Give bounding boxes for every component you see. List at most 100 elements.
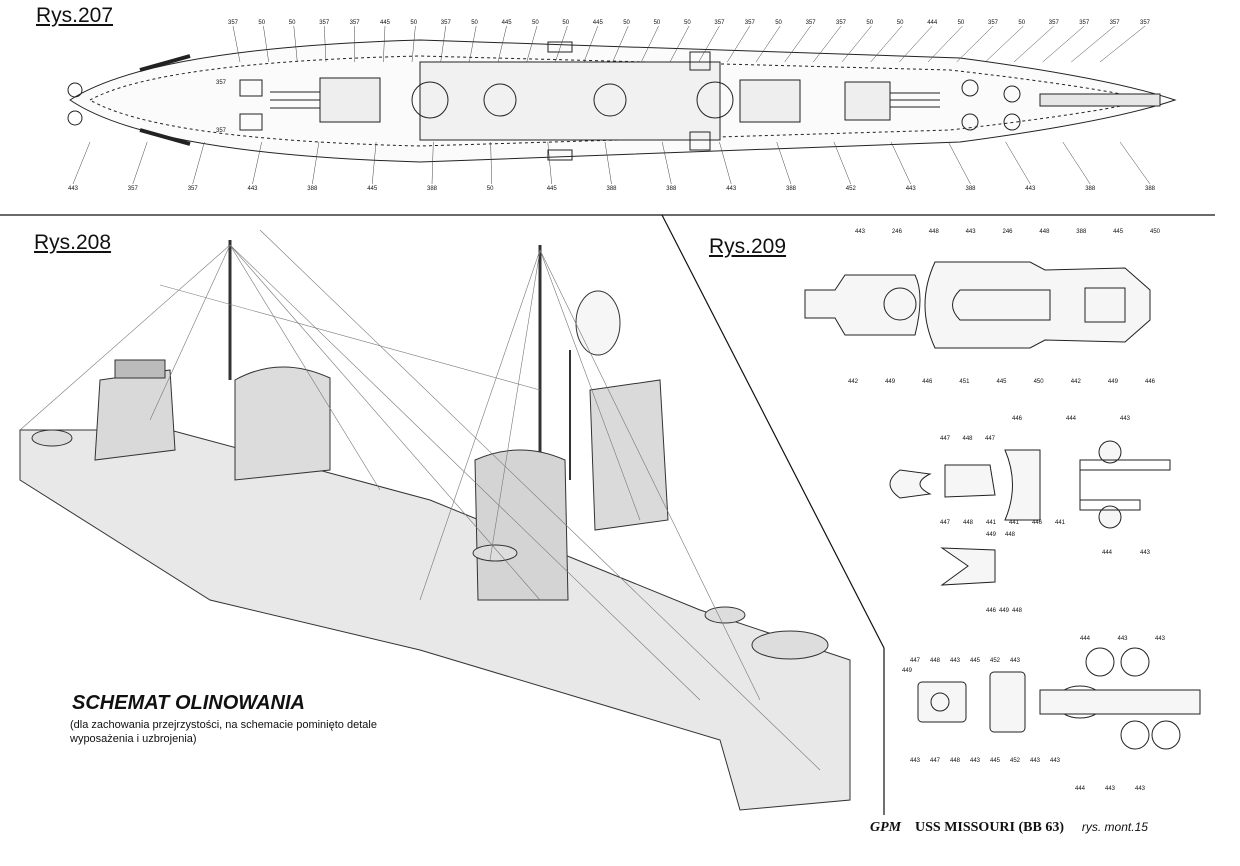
- callout-label: 445: [380, 20, 391, 26]
- callout-leader: [727, 25, 751, 63]
- parts-detail: [804, 261, 1201, 750]
- callout-label: 388: [607, 186, 618, 192]
- figure-title-rys208: Rys.208: [34, 231, 112, 254]
- deck-plan: [67, 39, 1177, 163]
- callout-leader: [1042, 25, 1085, 63]
- callout-label: 50: [487, 186, 494, 192]
- callout-leader: [497, 25, 507, 63]
- callout-leader: [870, 25, 902, 63]
- callout-label: 50: [562, 20, 569, 26]
- callout-leader: [1013, 25, 1054, 63]
- callout-label: 357: [714, 20, 725, 26]
- callout-label: 443: [1135, 786, 1146, 792]
- callout-label: 388: [427, 186, 438, 192]
- callout-label: 50: [958, 20, 965, 26]
- callout-leader: [985, 25, 1024, 63]
- callout-label: 443: [966, 229, 977, 235]
- callout-leader: [604, 141, 612, 185]
- callout-label: 443: [1025, 186, 1036, 192]
- callout-label: 442: [1071, 379, 1082, 385]
- callout-leader: [899, 25, 933, 63]
- callout-leader: [661, 141, 672, 185]
- callout-leader: [813, 25, 842, 63]
- callout-label: 388: [1076, 229, 1087, 235]
- callout-leader: [1071, 25, 1115, 63]
- callout-label: 50: [471, 20, 478, 26]
- callout-leader: [776, 141, 792, 185]
- callout-label: 442: [848, 379, 859, 385]
- callout-leader: [612, 25, 629, 63]
- callout-label: 446: [1012, 416, 1023, 422]
- callout-label: 447: [940, 520, 951, 526]
- callout-label: 357: [216, 128, 227, 134]
- callout-label: 50: [410, 20, 417, 26]
- rigging-heading: SCHEMAT OLINOWANIA: [72, 692, 305, 714]
- callout-label: 357: [745, 20, 756, 26]
- callout-leader: [755, 25, 781, 63]
- sheet-footer: GPM USS MISSOURI (BB 63) rys. mont.15: [870, 818, 1148, 836]
- callout-label: 444: [1102, 550, 1113, 556]
- separator-diagonal: [661, 214, 885, 649]
- callout-leader: [526, 25, 538, 63]
- callout-label: 445: [502, 20, 513, 26]
- callout-leader: [784, 25, 811, 63]
- callout-label: 450: [1150, 229, 1161, 235]
- figure-title-rys207: Rys.207: [36, 4, 114, 27]
- callout-label: 446: [922, 379, 933, 385]
- callout-label: 50: [775, 20, 782, 26]
- callout-label: 449: [986, 532, 997, 538]
- callout-label: 388: [1085, 186, 1096, 192]
- callout-label: 447: [985, 436, 996, 442]
- callout-label: 388: [307, 186, 318, 192]
- callout-label: 448: [963, 436, 974, 442]
- callout-leader: [927, 25, 963, 63]
- callout-label: 441: [986, 520, 997, 526]
- callout-label: 357: [836, 20, 847, 26]
- rigging-note: (dla zachowania przejrzystości, na schem…: [70, 719, 377, 745]
- callout-label: 444: [1066, 416, 1077, 422]
- callout-label: 50: [684, 20, 691, 26]
- callout-label: 452: [846, 186, 857, 192]
- callout-label: 443: [1050, 758, 1061, 764]
- callout-label: 446: [986, 608, 997, 614]
- callout-leader: [469, 25, 477, 63]
- callout-label: 357: [988, 20, 999, 26]
- callout-label: 246: [892, 229, 903, 235]
- callout-label: 443: [726, 186, 737, 192]
- callout-leader: [948, 141, 971, 185]
- callout-label: 357: [350, 20, 361, 26]
- callout-label: 441: [1055, 520, 1066, 526]
- callout-label: 50: [1018, 20, 1025, 26]
- callout-label: 357: [228, 20, 239, 26]
- callout-label: 441: [1009, 520, 1020, 526]
- callout-leader: [490, 141, 493, 185]
- callout-label: 443: [910, 758, 921, 764]
- callout-label: 357: [441, 20, 452, 26]
- callout-label: 448: [929, 229, 940, 235]
- callout-label: 50: [654, 20, 661, 26]
- callout-leader: [547, 141, 552, 185]
- callout-label: 444: [927, 20, 938, 26]
- callout-label: 388: [666, 186, 677, 192]
- callout-leader: [698, 25, 720, 63]
- callout-leader: [383, 25, 386, 63]
- callout-label: 443: [1118, 636, 1129, 642]
- callout-label: 50: [289, 20, 296, 26]
- callout-label: 443: [1030, 758, 1041, 764]
- callout-leader: [555, 25, 568, 63]
- callout-leader: [1062, 141, 1091, 185]
- callout-label: 445: [367, 186, 378, 192]
- callout-label: 445: [990, 758, 1001, 764]
- callout-label: 444: [1080, 636, 1091, 642]
- callout-label: 445: [997, 379, 1008, 385]
- callout-leader: [132, 141, 148, 185]
- callout-label: 448: [963, 520, 974, 526]
- callout-label: 443: [970, 758, 981, 764]
- callout-label: 445: [970, 658, 981, 664]
- callout-leader: [1119, 141, 1151, 185]
- callout-leader: [1005, 141, 1031, 185]
